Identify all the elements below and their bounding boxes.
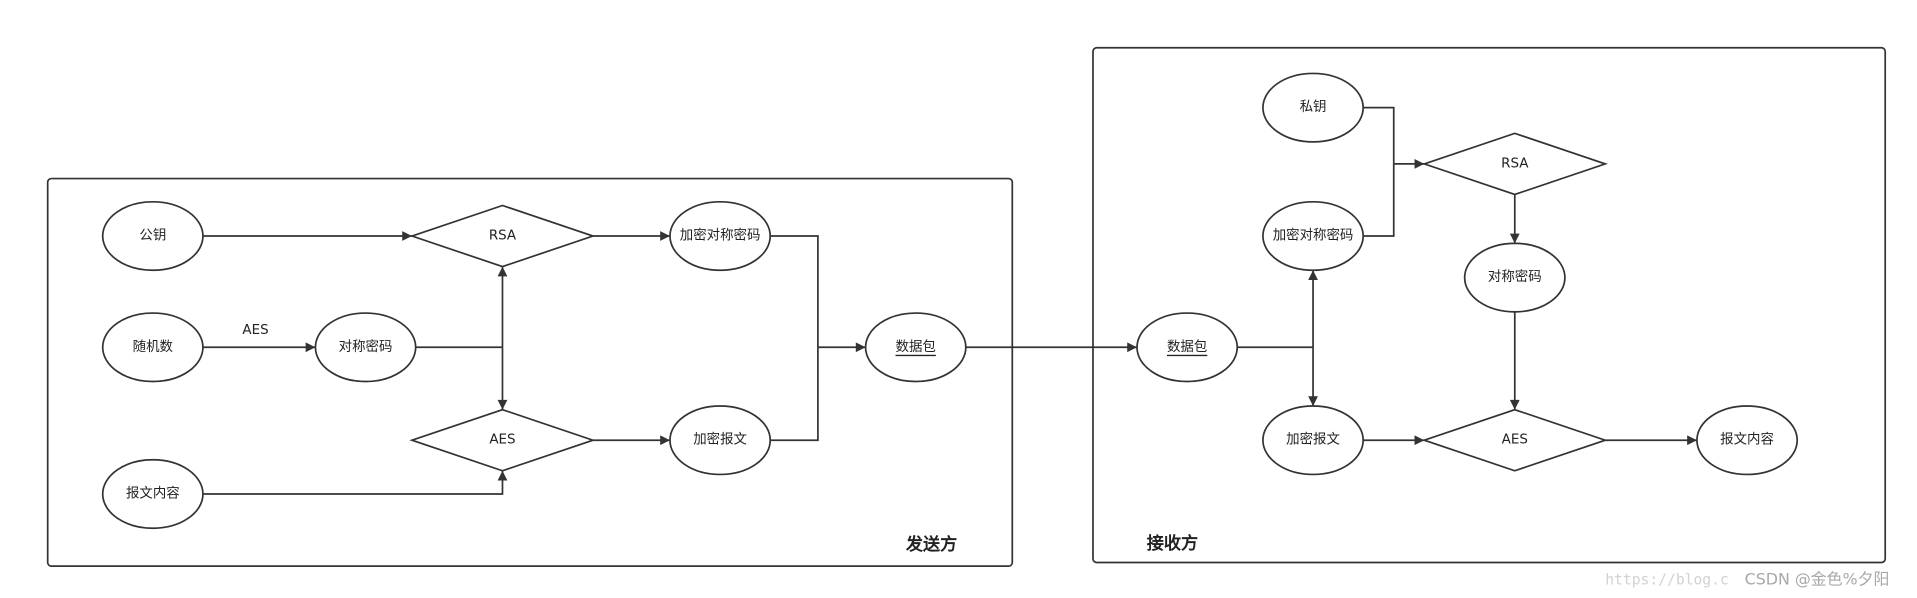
- receiver-title: 接收方: [1147, 533, 1198, 554]
- node-encrypted-symmetric-key: 加密对称密码: [669, 200, 772, 272]
- node-symmetric-key: 对称密码: [314, 312, 417, 383]
- watermark-credit: CSDN @金色%夕阳: [1745, 569, 1890, 588]
- receiver-node-aes-label: AES: [1502, 433, 1528, 448]
- edge-label-aes: AES: [242, 323, 268, 338]
- receiver-node-data-packet-label: 数据包: [1167, 339, 1207, 355]
- receiver-node-symmetric-key: 对称密码: [1463, 242, 1566, 313]
- sender-title: 发送方: [905, 534, 957, 555]
- node-public-key-label: 公钥: [139, 228, 166, 244]
- receiver-node-rsa-label: RSA: [1501, 156, 1529, 171]
- line-encrypted-message-to-merge: [770, 347, 819, 442]
- node-rsa: RSA: [409, 204, 596, 268]
- sender-panel: 发送方 AES 公钥 随机数 报文内容 对称密码: [46, 177, 1014, 567]
- watermark-url: https://blog.c: [1605, 571, 1729, 588]
- receiver-node-encrypted-symmetric-key-label: 加密对称密码: [1273, 227, 1354, 244]
- receiver-node-symmetric-key-label: 对称密码: [1488, 268, 1542, 285]
- node-data-packet: 数据包: [864, 312, 967, 383]
- receiver-node-encrypted-symmetric-key: 加密对称密码: [1262, 200, 1365, 272]
- watermark: https://blog.c CSDN @金色%夕阳: [1605, 569, 1889, 588]
- sender-frame: [46, 177, 1014, 567]
- line-encrypted-symmetric-key-to-merge: [770, 235, 819, 348]
- node-message-content-label: 报文内容: [126, 485, 180, 502]
- receiver-node-private-key: 私钥: [1262, 72, 1365, 143]
- line-encrypted-symmetric-key-to-merge: [1363, 163, 1395, 237]
- receiver-frame: [1092, 46, 1887, 564]
- receiver-panel: 接收方 私钥 加密对称密码 数据包 RSA 对称密码: [1092, 46, 1887, 564]
- node-message-content: 报文内容: [101, 458, 204, 530]
- arrow-message-content-to-aes: [202, 470, 508, 495]
- receiver-node-rsa: RSA: [1421, 132, 1608, 196]
- receiver-node-encrypted-message-label: 加密报文: [1286, 431, 1340, 448]
- line-private-key-to-merge: [1363, 106, 1395, 164]
- node-encrypted-message: 加密报文: [669, 405, 772, 476]
- node-encrypted-symmetric-key-label: 加密对称密码: [680, 227, 761, 244]
- receiver-node-encrypted-message: 加密报文: [1262, 405, 1365, 476]
- node-aes: AES: [409, 408, 596, 472]
- receiver-node-message-content-label: 报文内容: [1720, 431, 1774, 448]
- receiver-node-data-packet: 数据包: [1136, 312, 1239, 383]
- node-random-number-label: 随机数: [133, 339, 174, 355]
- node-aes-label: AES: [489, 433, 515, 448]
- node-encrypted-message-label: 加密报文: [693, 431, 747, 448]
- node-rsa-label: RSA: [489, 229, 517, 244]
- receiver-node-message-content: 报文内容: [1696, 405, 1799, 476]
- node-symmetric-key-label: 对称密码: [339, 338, 393, 355]
- node-random-number: 随机数: [101, 312, 204, 383]
- receiver-node-aes: AES: [1421, 408, 1608, 472]
- receiver-node-private-key-label: 私钥: [1300, 99, 1327, 115]
- node-public-key: 公钥: [101, 200, 204, 272]
- node-data-packet-label: 数据包: [896, 339, 936, 355]
